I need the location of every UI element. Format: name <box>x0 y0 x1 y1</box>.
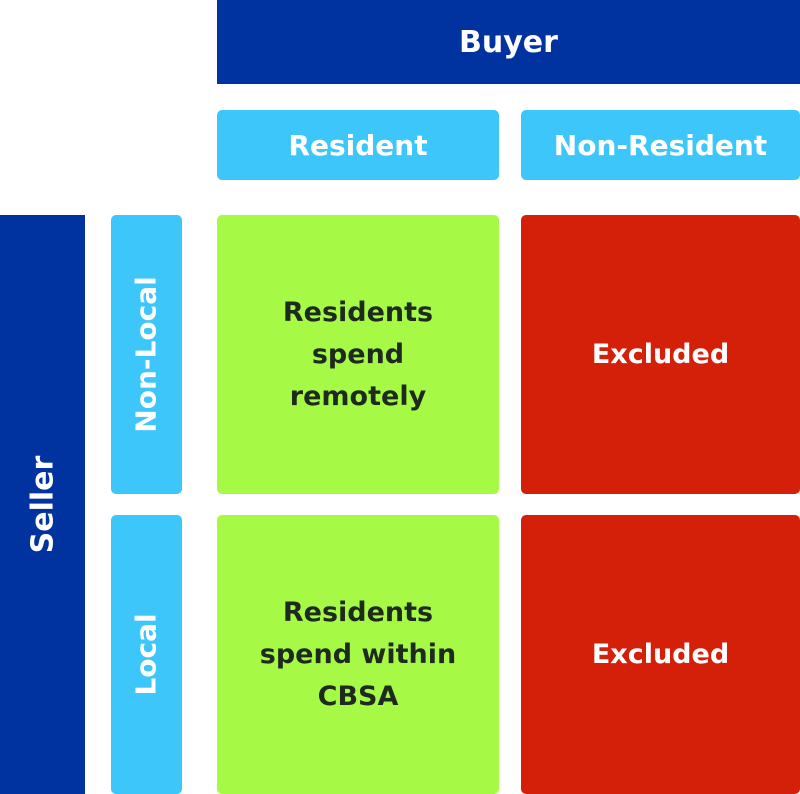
cell-nonlocal-nonresident: Excluded <box>521 215 800 494</box>
non-local-row-header: Non-Local <box>111 215 182 494</box>
cell-local-resident-line-1: Residents <box>282 596 434 628</box>
non-resident-column-label: Non-Resident <box>553 128 768 162</box>
cell-local-resident-text: Residents spend within CBSA <box>240 592 476 718</box>
cell-nonlocal-resident: Residents spend remotely <box>217 215 499 494</box>
cell-local-resident-line-3: CBSA <box>317 680 399 712</box>
cell-nonlocal-resident-line-1: Residents <box>282 296 434 328</box>
cell-nonlocal-resident-text: Residents spend remotely <box>263 292 453 418</box>
local-row-header: Local <box>111 515 182 794</box>
buyer-header: Buyer <box>217 0 800 84</box>
cell-local-resident-line-2: spend within <box>259 638 457 670</box>
cell-nonlocal-resident-line-3: remotely <box>289 380 427 412</box>
resident-column-label: Resident <box>288 128 428 162</box>
non-local-row-label: Non-Local <box>130 276 163 433</box>
local-row-label: Local <box>130 613 164 696</box>
seller-header: Seller <box>0 215 85 794</box>
cell-local-resident: Residents spend within CBSA <box>217 515 499 794</box>
seller-header-label: Seller <box>25 455 61 554</box>
resident-column-header: Resident <box>217 110 499 180</box>
non-resident-column-header: Non-Resident <box>521 110 800 180</box>
cell-nonlocal-resident-line-2: spend <box>311 338 405 370</box>
cell-local-nonresident-text: Excluded <box>591 639 730 670</box>
cell-local-nonresident: Excluded <box>521 515 800 794</box>
cell-nonlocal-nonresident-text: Excluded <box>591 339 730 370</box>
buyer-header-label: Buyer <box>459 24 558 60</box>
